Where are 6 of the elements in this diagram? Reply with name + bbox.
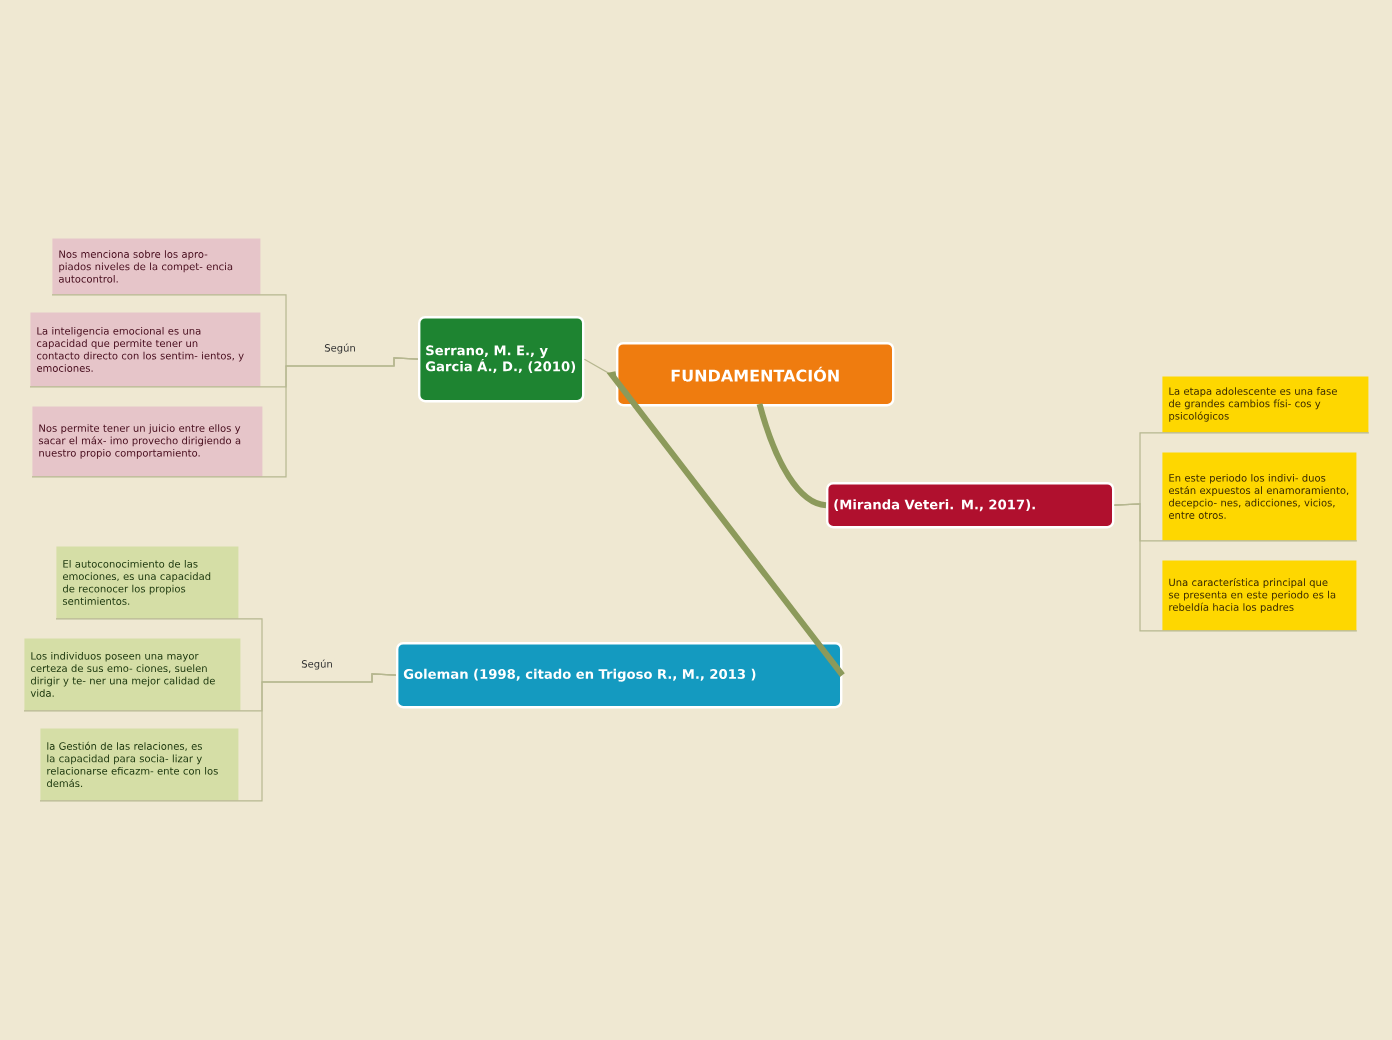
topic-box: FUNDAMENTACIÓN (616, 342, 895, 407)
connector-line (39, 673, 397, 802)
connector-line (1113, 503, 1358, 632)
connector-line (756, 403, 827, 509)
connector-line (606, 371, 845, 678)
connector-line (31, 357, 419, 478)
